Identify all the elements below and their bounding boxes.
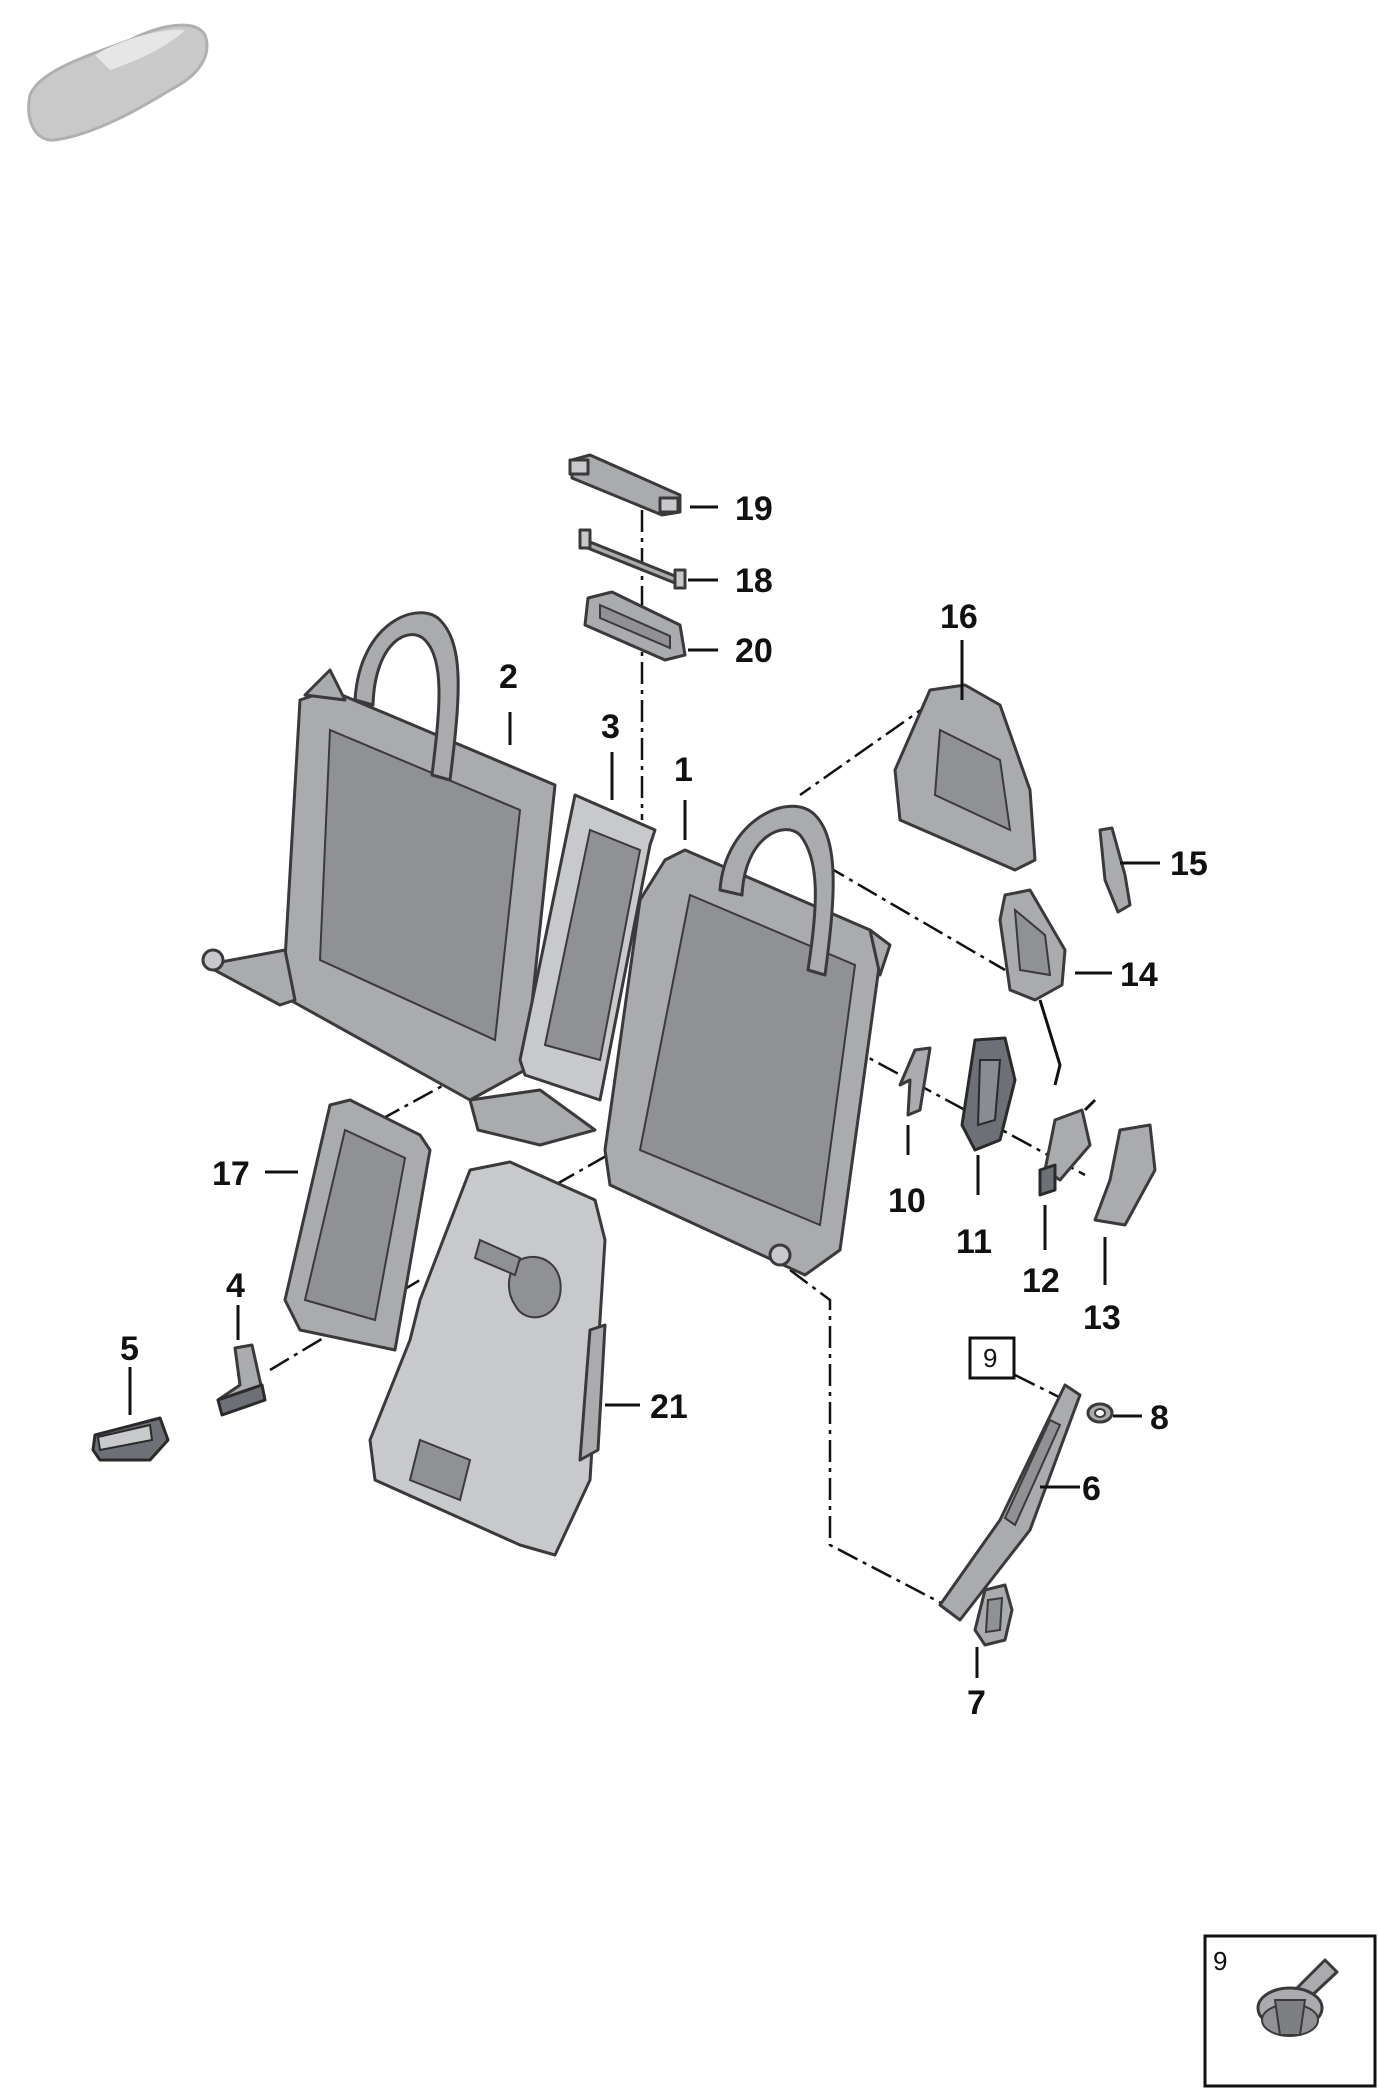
bolt-icon	[1256, 1958, 1339, 2037]
part-1-backrest-frame-right	[603, 804, 892, 1277]
callout-3: 3	[601, 708, 620, 746]
part-18-rod	[578, 528, 687, 590]
ref-box-9-label: 9	[983, 1343, 997, 1373]
part-20-bracket	[583, 590, 687, 662]
callout-8: 8	[1150, 1399, 1169, 1437]
part-5-release-handle	[91, 1416, 170, 1462]
part-4-bracket	[216, 1343, 267, 1417]
part-11-actuator	[960, 1036, 1017, 1152]
ref-box-9: 9	[968, 1336, 1016, 1380]
part-13-hinge-cover	[1093, 1123, 1157, 1227]
callout-13: 13	[1083, 1299, 1121, 1337]
part-16-side-panel	[893, 683, 1037, 872]
part-21-backrest-board	[368, 1160, 607, 1557]
part-7-hinge-block	[973, 1583, 1014, 1647]
detail-box-9: 9	[1203, 1934, 1377, 2088]
part-14-lock-assembly	[998, 888, 1067, 1086]
part-17-rear-panel	[283, 1098, 432, 1352]
callout-10: 10	[888, 1182, 926, 1220]
part-15-latch	[1098, 826, 1132, 914]
callout-7: 7	[967, 1684, 986, 1722]
callout-5: 5	[120, 1330, 139, 1368]
part-2-backrest-frame-left	[201, 611, 557, 1102]
callout-1: 1	[674, 751, 693, 789]
car-silhouette-icon	[27, 23, 209, 142]
callout-6: 6	[1082, 1470, 1101, 1508]
callout-18: 18	[735, 562, 773, 600]
part-10-bracket	[898, 1046, 932, 1117]
callout-15: 15	[1170, 845, 1208, 883]
callout-17: 17	[212, 1155, 250, 1193]
callout-14: 14	[1120, 956, 1158, 994]
part-3-center-panel	[468, 793, 657, 1147]
part-19-top-rail	[568, 453, 682, 517]
callout-19: 19	[735, 490, 773, 528]
callout-20: 20	[735, 632, 773, 670]
callout-12: 12	[1022, 1262, 1060, 1300]
callout-4: 4	[226, 1267, 245, 1305]
callout-11: 11	[956, 1223, 992, 1261]
leader-lines	[128, 505, 1160, 1678]
part-6-strut	[938, 1383, 1082, 1622]
part-8-nut	[1086, 1402, 1114, 1424]
callout-2: 2	[499, 658, 518, 696]
callout-16: 16	[940, 598, 978, 636]
part-12-clip-bracket	[1038, 1098, 1097, 1197]
callout-labels: 19 18 20 16 2 3 1 15 14 17 10 11 4 12 13…	[120, 490, 1208, 1722]
detail-box-9-label: 9	[1213, 1946, 1227, 1976]
callout-21: 21	[650, 1388, 688, 1426]
